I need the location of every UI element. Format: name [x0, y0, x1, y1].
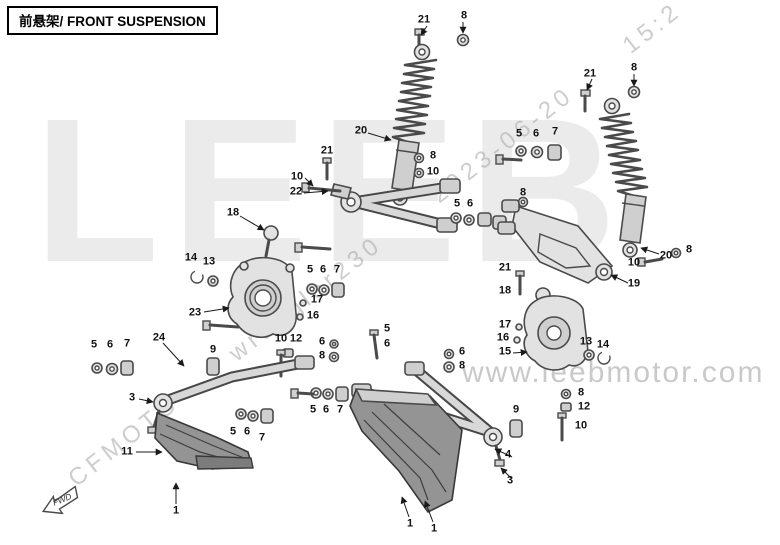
page-title: 前悬架/ FRONT SUSPENSION [7, 6, 218, 35]
leader-lines [136, 22, 660, 523]
fwd-direction-indicator: FWD [41, 485, 79, 515]
fwd-label: FWD [51, 491, 73, 508]
mud-guard-left [154, 411, 254, 470]
fastener-cluster-left [91, 357, 220, 376]
bushing-cluster-center-bottom [235, 386, 349, 424]
fwd-arrow-icon [41, 485, 79, 515]
mud-guard-right [349, 388, 463, 514]
upper-arm-right-hardware [495, 144, 562, 208]
steering-knuckle-left [202, 256, 340, 378]
lower-control-arm-left [147, 355, 315, 434]
ball-joint-upper-left [263, 225, 279, 258]
site-watermark: www.leebmotor.com [462, 356, 765, 389]
shock-absorber-right [580, 85, 682, 267]
page-title-text: 前悬架/ FRONT SUSPENSION [19, 14, 206, 29]
circlip-bearing-left [190, 270, 219, 287]
steering-knuckle-right [513, 270, 611, 442]
bushing-set-mid-left [294, 242, 345, 298]
upper-control-arm-left [301, 152, 461, 233]
upper-control-arm-right [497, 199, 614, 284]
